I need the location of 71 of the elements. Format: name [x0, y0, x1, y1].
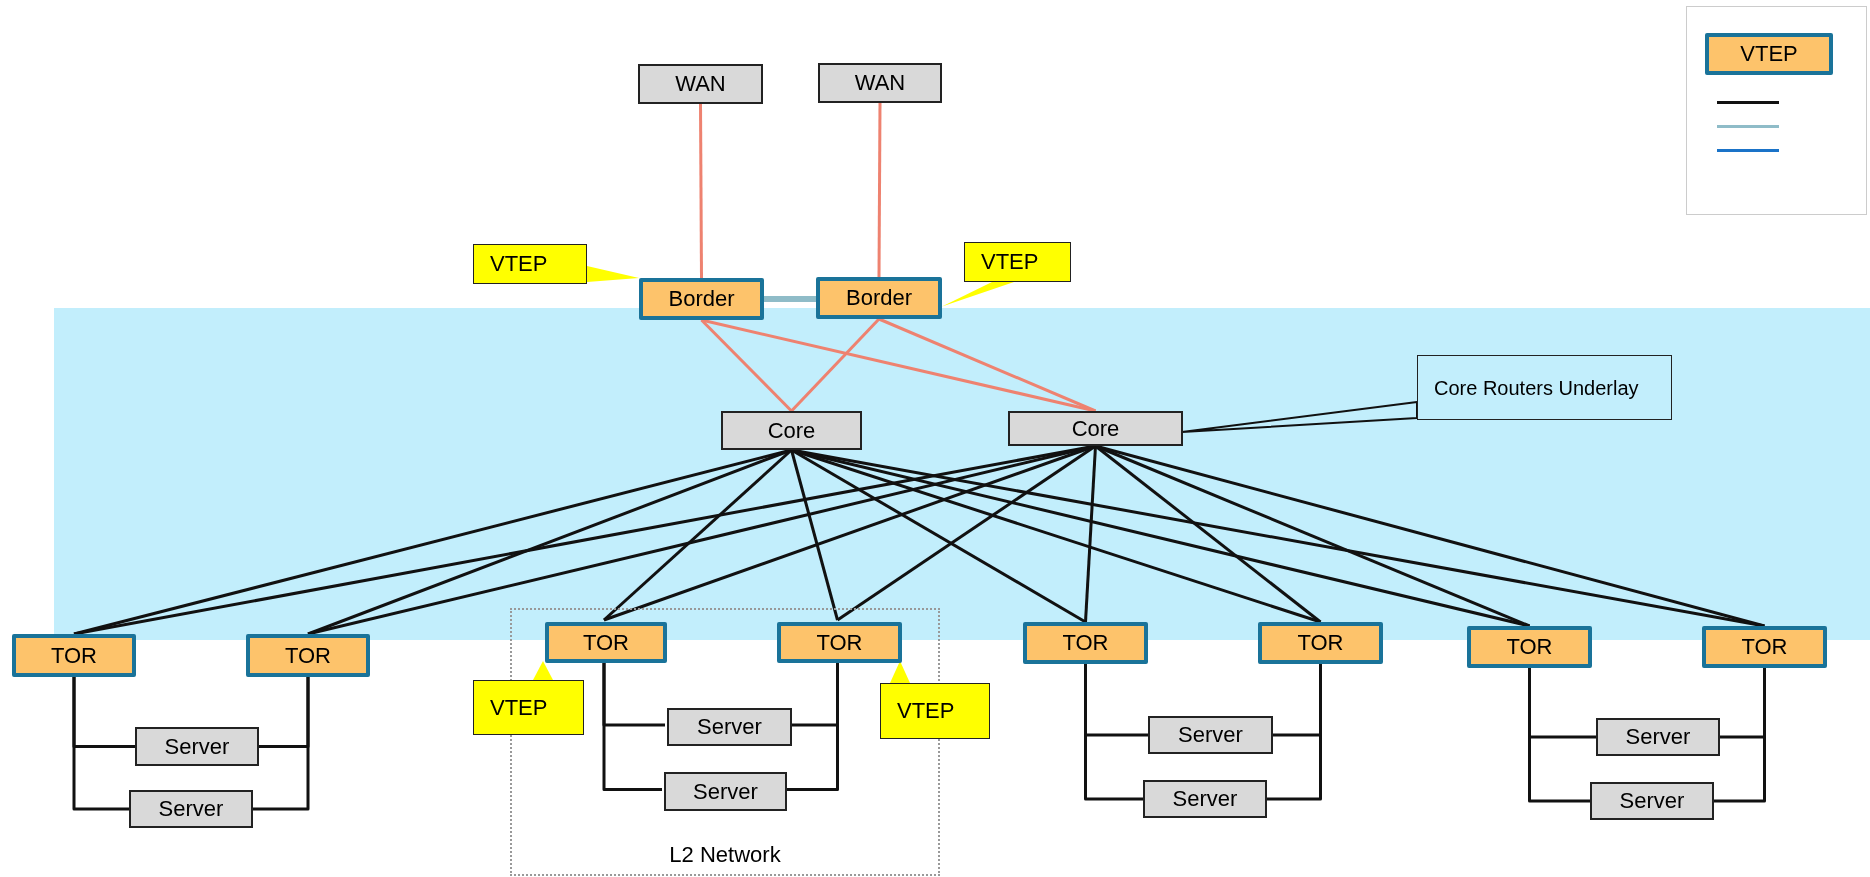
tor-switch-box [1467, 626, 1592, 668]
note-callout [1417, 355, 1672, 420]
node-label: TOR [816, 631, 863, 654]
node-label: WAN [675, 73, 726, 95]
core-router-box [1008, 411, 1183, 446]
node-label: Server [1625, 726, 1691, 748]
wan-box [638, 64, 763, 104]
node-label: Server [158, 798, 224, 820]
tor-switch-box [545, 622, 667, 663]
tor-switch-box [12, 634, 136, 677]
node-label: TOR [582, 631, 629, 654]
node-label: TOR [284, 644, 331, 667]
node-label: TOR [1506, 636, 1553, 658]
wan-box [818, 63, 942, 103]
link-line [699, 104, 703, 278]
server-box [1148, 716, 1273, 754]
link-line [877, 103, 882, 277]
tor-switch-box [246, 634, 370, 677]
server-box [1143, 780, 1267, 818]
node-label: Server [164, 735, 230, 758]
link-line [1267, 664, 1322, 801]
vtep-callout [473, 680, 584, 735]
link-line [1084, 445, 1097, 623]
server-box [664, 772, 787, 811]
link-line [253, 677, 310, 811]
link-line [1084, 664, 1143, 801]
tor-switch-box [1258, 622, 1383, 664]
node-label: Core [767, 419, 816, 442]
tor-switch-box [1702, 626, 1827, 668]
vtep-callout [880, 683, 990, 739]
callout-pointer [587, 266, 639, 282]
tor-switch-box [1023, 622, 1148, 664]
node-label: TOR [1297, 632, 1344, 654]
border-router-box [639, 278, 764, 320]
server-box [135, 727, 259, 766]
core-router-box [721, 411, 862, 450]
node-label: VTEP [981, 251, 1039, 273]
node-label: Border [668, 288, 735, 310]
link-line [764, 296, 816, 302]
link-line [72, 677, 129, 811]
vtep-callout [473, 244, 587, 284]
callout-pointer [942, 282, 1014, 307]
node-label: WAN [854, 72, 906, 94]
link-line [1528, 668, 1590, 803]
node-label: Server [697, 716, 762, 738]
link-line [790, 317, 881, 413]
link-line [878, 317, 1097, 413]
node-label: Server [1178, 724, 1243, 746]
node-label: Server [1619, 790, 1685, 812]
server-box [667, 708, 792, 746]
node-label: Server [1172, 788, 1238, 810]
server-box [1590, 782, 1714, 820]
link-line [602, 661, 662, 791]
node-label: VTEP [897, 700, 955, 722]
legend-text: VTEP [1740, 43, 1798, 65]
node-label: Core [1071, 417, 1120, 440]
node-label: VTEP [490, 253, 548, 275]
node-label: TOR [1062, 632, 1109, 654]
node-label: TOR [1741, 636, 1788, 658]
border-router-box [816, 277, 942, 319]
node-label: Server [693, 780, 758, 803]
node-label: VTEP [490, 696, 548, 719]
group-label: L2 Network [669, 844, 781, 866]
node-label: Border [845, 287, 912, 309]
link-line [1714, 668, 1766, 803]
node-label: TOR [50, 644, 97, 667]
server-box [129, 790, 253, 828]
link-line [790, 449, 839, 621]
server-box [1596, 718, 1720, 756]
node-label: Core Routers Underlay [1434, 377, 1639, 398]
tor-switch-box [777, 622, 902, 663]
